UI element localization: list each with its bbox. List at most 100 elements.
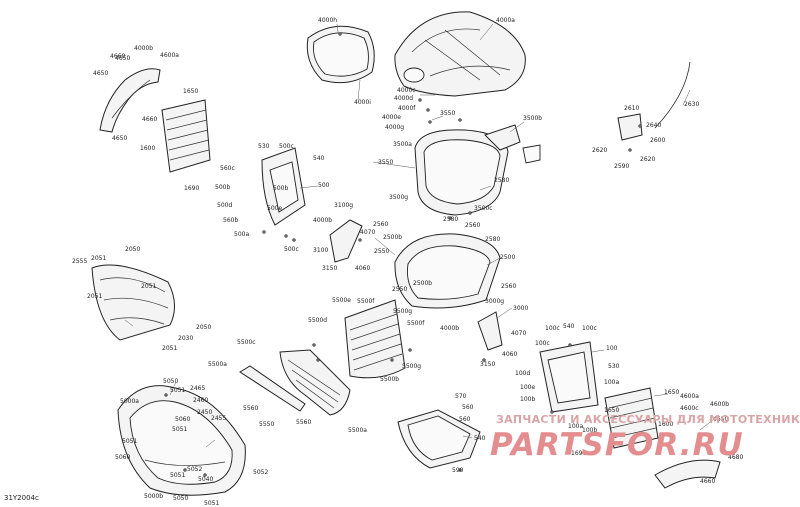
trim-strip-part (239, 365, 306, 412)
callout-c97: 100a (568, 423, 583, 430)
callout-c75: 5500b (380, 376, 399, 383)
callout-c98: 100b (582, 427, 597, 434)
callout-c105: 1600 (658, 421, 673, 428)
callout-c65: 2050 (196, 324, 211, 331)
callout-c129: 5050 (173, 495, 188, 502)
callout-c22: 2580 (494, 177, 509, 184)
callout-c16: 4000e (382, 114, 401, 121)
callout-c127: 5052 (253, 469, 268, 476)
callout-c102: 4600b (710, 401, 729, 408)
callout-c57: 2500b (413, 280, 432, 287)
callout-c18: 3550 (440, 110, 455, 117)
callout-c37: 500b (215, 184, 230, 191)
callout-c99: 1650 (664, 389, 679, 396)
callout-c66: 2030 (178, 335, 193, 342)
center-bracket-part (329, 219, 363, 263)
callout-c85: 4060 (502, 351, 517, 358)
callout-c88: 540 (563, 323, 575, 330)
callout-c100: 4600a (680, 393, 699, 400)
callout-c55: 2500 (500, 254, 515, 261)
callout-c82: 3000 (513, 305, 528, 312)
callout-c108: 4680 (728, 454, 743, 461)
right-grille-panel-part (604, 387, 659, 449)
callout-c34: 540 (313, 155, 325, 162)
callout-c53: 2560 (465, 222, 480, 229)
callout-c101: 4600c (680, 405, 699, 412)
callout-c6: 4650 (93, 70, 108, 77)
callout-c70: 5500d (308, 317, 327, 324)
callout-c73: 5500c (237, 339, 256, 346)
callout-c46: 4070 (360, 229, 375, 236)
callout-c83: 4000b (440, 325, 459, 332)
callout-c27: 2640 (646, 122, 661, 129)
callout-c117: 2460 (193, 397, 208, 404)
callout-c11: 1690 (184, 185, 199, 192)
callout-c52: 2500b (383, 234, 402, 241)
right-bracket-panel-part (539, 341, 599, 413)
callout-c71: 5500g (393, 308, 412, 315)
callout-c122: 5051 (172, 426, 187, 433)
diagram-code: 31Y2004c (4, 494, 39, 502)
callout-c3: 4000b (134, 45, 153, 52)
callout-c54: 2580 (485, 236, 500, 243)
front-bumper-part (117, 385, 246, 496)
callout-c2: 4000a (496, 17, 515, 24)
callout-c14: 4000d (394, 95, 413, 102)
leader-lines (124, 23, 715, 448)
callout-c32: 530 (258, 143, 270, 150)
callout-c51: 2580 (443, 216, 458, 223)
callout-c68: 5500e (332, 297, 351, 304)
callout-c115: 5051 (170, 387, 185, 394)
callout-c116: 2465 (190, 385, 205, 392)
callout-c123: 5051 (122, 438, 137, 445)
callout-c118: 5000a (120, 398, 139, 405)
callout-c95: 100e (520, 384, 535, 391)
callout-c40: 500e (267, 205, 282, 212)
callout-c24: 3500c (474, 205, 493, 212)
callout-c61: 2050 (125, 246, 140, 253)
callout-c79: 5560 (296, 419, 311, 426)
callout-c9: 1650 (183, 88, 198, 95)
callout-c107: 4660 (700, 478, 715, 485)
callout-c39: 500d (217, 202, 232, 209)
callout-c41: 560b (223, 217, 238, 224)
callout-c121: 2455 (211, 415, 226, 422)
callout-c56: 2550 (374, 248, 389, 255)
left-grille-panel-part (161, 99, 211, 173)
callout-c81: 3000g (485, 298, 504, 305)
callout-c21: 3550 (378, 159, 393, 166)
callout-c10: 1600 (140, 145, 155, 152)
callout-c72: 5500f (407, 320, 425, 327)
callout-c90: 100c (535, 340, 550, 347)
callout-c12: 4000i (354, 99, 371, 106)
callout-c67: 2051 (162, 345, 177, 352)
callout-c49: 4060 (355, 265, 370, 272)
callout-c38: 500b (273, 185, 288, 192)
callout-c84: 4070 (511, 330, 526, 337)
callout-c62: 2051 (141, 283, 156, 290)
callout-c132: 4650 (115, 55, 130, 62)
callout-c106: 1690 (571, 450, 586, 457)
callout-c23: 3500g (389, 194, 408, 201)
callout-c45: 4000b (313, 217, 332, 224)
skid-plate-part (397, 409, 481, 469)
watermark-tagline: ЗАПЧАСТИ И АКСЕССУАРЫ ДЛЯ МОТОТЕХНИКИ (496, 413, 800, 426)
callout-c128: 5000b (144, 493, 163, 500)
callout-c47: 3100 (313, 247, 328, 254)
callout-c110: 560 (462, 404, 474, 411)
callout-c96: 100b (520, 396, 535, 403)
cable-assembly-part (617, 61, 691, 141)
right-bracket-part (477, 311, 503, 351)
callout-c113: 590 (452, 467, 464, 474)
callout-c94: 100a (604, 379, 619, 386)
callout-c76: 5500a (208, 361, 227, 368)
callout-c28: 2600 (650, 137, 665, 144)
callout-c44: 3100g (334, 202, 353, 209)
callout-c64: 2555 (72, 258, 87, 265)
callout-c86: 3150 (480, 361, 495, 368)
callout-c15: 4000f (398, 105, 416, 112)
callout-c63: 2051 (87, 293, 102, 300)
callout-c59: 2550 (392, 286, 407, 293)
callout-c120: 2450 (197, 409, 212, 416)
right-lower-trim-part (654, 459, 721, 489)
